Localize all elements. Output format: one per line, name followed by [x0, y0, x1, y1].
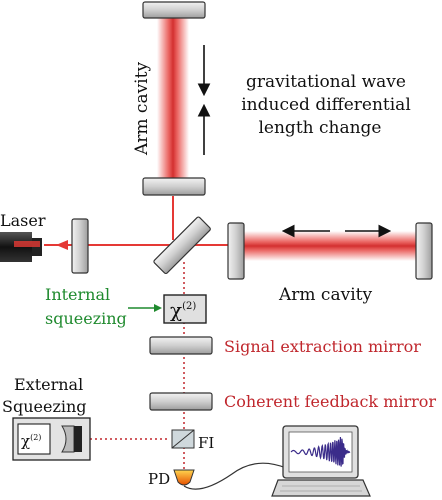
top-end-mirror [142, 1, 206, 19]
laser-icon [0, 232, 42, 262]
external-squeezing-label-line1: External [14, 375, 83, 394]
gw-label-line1: gravitational wave [246, 72, 406, 92]
right-end-mirror [415, 222, 433, 280]
power-recycling-mirror [71, 218, 89, 274]
computer-monitor-icon [271, 425, 371, 497]
waveform-chirp [290, 437, 351, 467]
pd-cable [183, 462, 287, 490]
laser-label: Laser [0, 211, 46, 230]
photodiode-icon [173, 469, 195, 486]
external-chi2-label: χ(2) [21, 432, 41, 450]
signal-extraction-mirror-label: Signal extraction mirror [224, 337, 421, 356]
top-input-mirror [142, 177, 206, 196]
fi-label: FI [198, 434, 214, 452]
coherent-feedback-mirror [149, 392, 213, 411]
vertical-arm-beam [157, 18, 189, 178]
gw-label-line3: length change [258, 118, 381, 138]
beam-splitter [153, 216, 211, 275]
internal-chi2-crystal [163, 294, 207, 324]
arm-cavity-vertical-label: Arm cavity [132, 62, 152, 156]
horizontal-arm-beam [244, 231, 416, 261]
arm-cavity-horizontal-label: Arm cavity [278, 285, 372, 305]
external-squeezing-label-line2: Squeezing [2, 397, 87, 416]
faraday-isolator [171, 429, 195, 449]
right-input-mirror [227, 222, 245, 280]
internal-squeezing-label-line2: squeezing [45, 309, 127, 328]
coherent-feedback-mirror-label: Coherent feedback mirror [224, 392, 436, 411]
signal-extraction-mirror [149, 336, 213, 355]
external-squeezer [12, 417, 91, 461]
internal-squeezing-label-line1: Internal [45, 285, 110, 304]
internal-chi2-label: χ(2) [170, 298, 196, 322]
laser-arrow-icon [56, 240, 68, 250]
gw-label-line2: induced differential [241, 95, 411, 115]
pd-label: PD [148, 470, 170, 488]
